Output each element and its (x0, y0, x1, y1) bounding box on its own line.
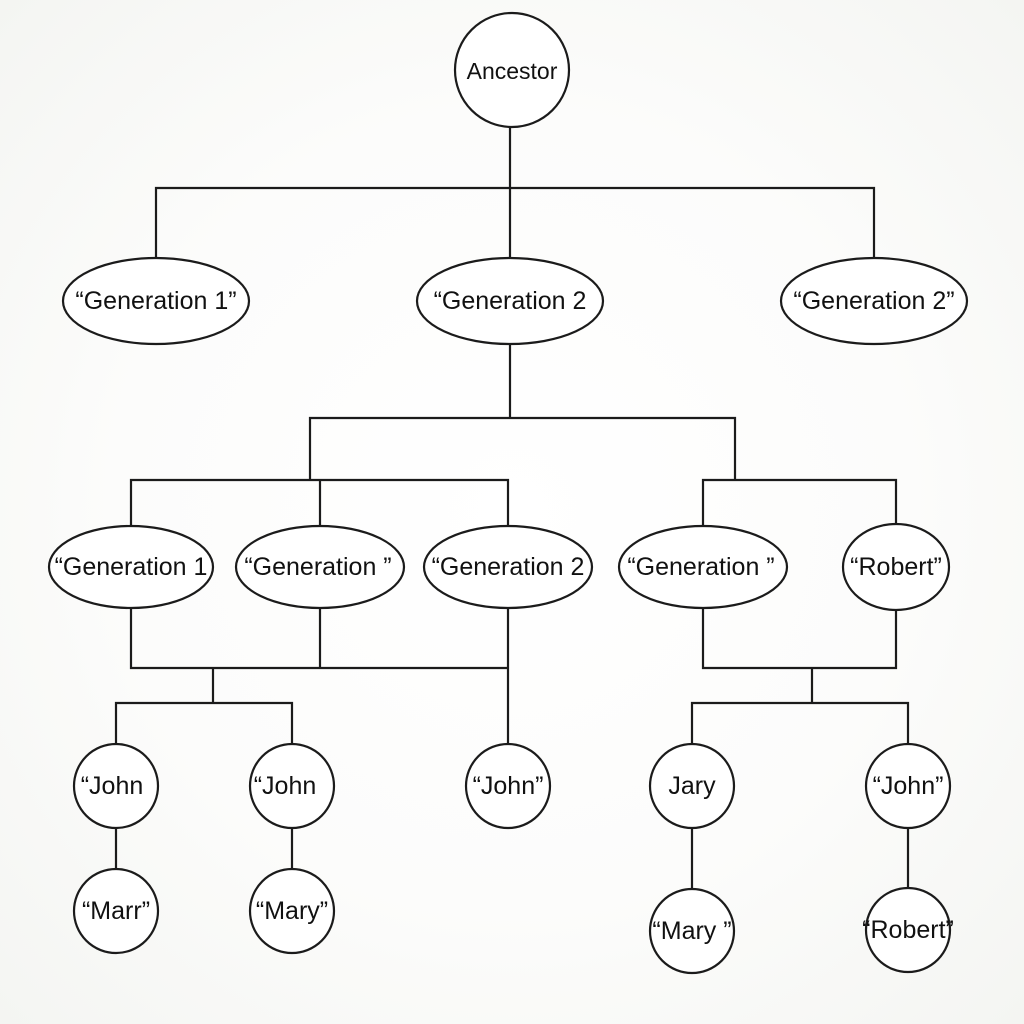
connector-leaves (114, 825, 910, 892)
node-label: Jary (668, 772, 716, 800)
node-label: “John (81, 772, 144, 800)
node-shape (464, 742, 552, 830)
node-generation-1-row2: “Generation 1 (47, 524, 215, 610)
node-generation-row2-d: “Generation ” (617, 524, 789, 610)
node-john-3: “John” (464, 742, 552, 830)
node-john-2: “John (248, 742, 336, 830)
node-ancestor: Ancestor (453, 11, 571, 129)
node-shape (415, 256, 605, 346)
node-generation-row2-b: “Generation ” (234, 524, 406, 610)
node-shape (422, 524, 594, 610)
node-jary: Jary (648, 742, 736, 830)
node-label: “Generation 2 (432, 553, 585, 581)
node-label: “Generation 2” (793, 287, 954, 315)
node-shape (47, 524, 215, 610)
node-john-1: “John (72, 742, 160, 830)
node-label: “Generation 2 (434, 287, 587, 315)
node-shape (72, 742, 160, 830)
node-label: “Marr” (82, 897, 150, 925)
connector-left-group (114, 605, 510, 747)
node-mary-1: “Mary” (248, 867, 336, 955)
node-label: “John (254, 772, 317, 800)
node-label: “John” (873, 772, 944, 800)
node-shape (234, 524, 406, 610)
node-shape (248, 742, 336, 830)
node-label: “Generation 1 (55, 553, 208, 581)
node-label: “Mary ” (652, 917, 731, 945)
node-shape (864, 742, 952, 830)
node-shape (248, 867, 336, 955)
node-label: “Generation ” (627, 553, 774, 581)
node-generation-2-top-right: “Generation 2” (779, 256, 969, 346)
node-label: “Generation 1” (75, 287, 236, 315)
connector-root (154, 120, 876, 260)
node-shape (617, 524, 789, 610)
node-label: “Mary” (256, 897, 328, 925)
node-robert-leaf: “Robert” (862, 886, 954, 974)
connector-right-group (690, 605, 910, 747)
node-robert-row2: “Robert” (841, 522, 951, 612)
node-generation-1-top-left: “Generation 1” (61, 256, 251, 346)
node-label: “John” (473, 772, 544, 800)
node-john-4: “John” (864, 742, 952, 830)
node-shape (72, 867, 160, 955)
node-generation-2-row2: “Generation 2 (422, 524, 594, 610)
node-label: Ancestor (467, 58, 558, 84)
node-shape (779, 256, 969, 346)
node-generation-2-top-center: “Generation 2 (415, 256, 605, 346)
connector-lines (114, 120, 910, 892)
node-shape (648, 887, 736, 975)
node-shape (841, 522, 951, 612)
node-shape (453, 11, 571, 129)
node-label: “Robert” (862, 916, 954, 944)
connector-gen2 (129, 343, 898, 528)
node-shape (61, 256, 251, 346)
node-shape (648, 742, 736, 830)
node-shape (864, 886, 952, 974)
node-label: “Generation ” (244, 553, 391, 581)
node-mary-2: “Mary ” (648, 887, 736, 975)
node-marr: “Marr” (72, 867, 160, 955)
node-label: “Robert” (850, 553, 942, 581)
